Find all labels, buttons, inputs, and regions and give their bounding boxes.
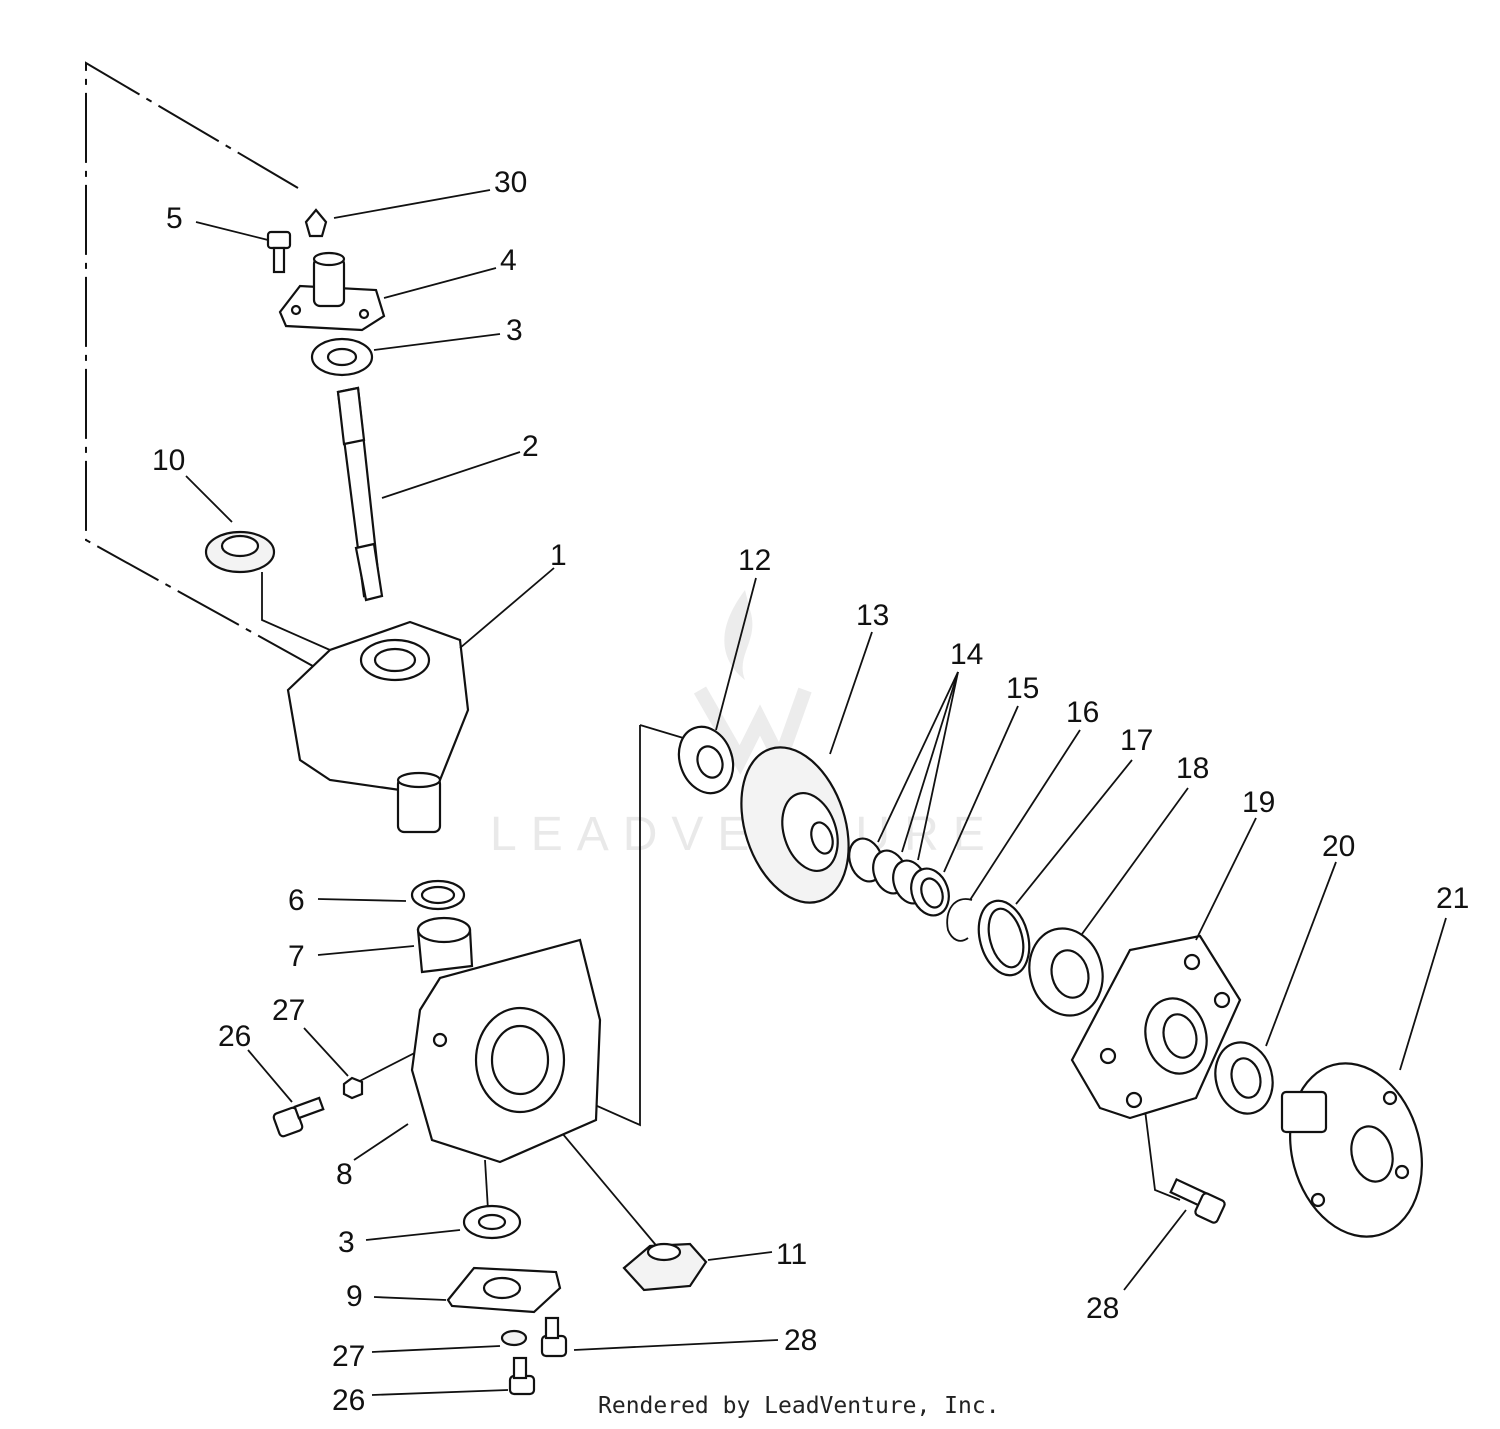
- callout-27-lower: 27: [332, 1340, 365, 1373]
- bevel-gear-11: [622, 1242, 708, 1292]
- washer-27-lower: [500, 1329, 528, 1347]
- callout-20: 20: [1322, 830, 1355, 863]
- nut-27-upper: [342, 1076, 364, 1100]
- credit-text: Rendered by LeadVenture, Inc.: [598, 1393, 1000, 1419]
- seal-6: [410, 879, 466, 911]
- splined-shaft-2: [336, 386, 384, 602]
- callout-28-right: 28: [1086, 1292, 1119, 1325]
- callout-6: 6: [288, 884, 305, 917]
- callout-27-upper: 27: [272, 994, 305, 1027]
- callout-8: 8: [336, 1158, 353, 1191]
- bushing-7: [416, 916, 474, 974]
- callout-18: 18: [1176, 752, 1209, 785]
- upper-housing-1: [286, 620, 470, 834]
- watermark: LEADVENTURE: [490, 590, 999, 861]
- callout-21: 21: [1436, 882, 1469, 915]
- ring-15: [910, 867, 950, 917]
- snap-ring-17: [977, 899, 1031, 977]
- snap-ring-16: [946, 898, 973, 942]
- callout-28-lower: 28: [784, 1324, 817, 1357]
- bearing-3-lower: [462, 1204, 522, 1240]
- lower-housing-8: [410, 938, 602, 1164]
- callout-7: 7: [288, 940, 305, 973]
- callout-15: 15: [1006, 672, 1039, 705]
- callout-13: 13: [856, 599, 889, 632]
- callout-1: 1: [550, 539, 567, 572]
- callout-16: 16: [1066, 696, 1099, 729]
- bevel-gear-10: [204, 530, 276, 574]
- callout-11: 11: [776, 1238, 807, 1271]
- sprocket-13: [740, 746, 850, 904]
- bearing-12: [677, 725, 735, 795]
- callout-12: 12: [738, 544, 771, 577]
- callout-4: 4: [500, 244, 517, 277]
- callout-3-lower: 3: [338, 1226, 355, 1259]
- callout-19: 19: [1242, 786, 1275, 819]
- callout-30: 30: [494, 166, 527, 199]
- bolt-5: [266, 230, 292, 274]
- callout-5: 5: [166, 202, 183, 235]
- bearing-cap-4: [278, 251, 386, 332]
- grease-fitting-30: [304, 208, 328, 238]
- bottom-cap-9: [446, 1266, 562, 1314]
- callout-14: 14: [950, 638, 983, 671]
- callout-3-upper: 3: [506, 314, 523, 347]
- watermark-text: LEADVENTURE: [490, 808, 999, 861]
- leader-lines: [185, 189, 1447, 1396]
- bolt-26-lower: [508, 1356, 536, 1396]
- hub-flange-21: [1280, 1062, 1423, 1238]
- bearing-18: [1028, 927, 1104, 1017]
- callout-9: 9: [346, 1280, 363, 1313]
- callout-10: 10: [152, 444, 185, 477]
- callout-17: 17: [1120, 724, 1153, 757]
- bearing-housing-19: [1070, 934, 1242, 1120]
- seal-20: [1214, 1041, 1274, 1115]
- bolt-28-right: [1169, 1178, 1226, 1224]
- callout-26-upper: 26: [218, 1020, 251, 1053]
- bolt-26-upper: [272, 1096, 325, 1138]
- guide-lines: [85, 61, 1181, 1251]
- bolt-28-lower: [540, 1316, 568, 1358]
- callout-2: 2: [522, 430, 539, 463]
- callout-labels: 30 5 4 3 2 10 1 12 13 14 15 16 17 18 19 …: [152, 166, 1469, 1417]
- bearing-3-upper: [310, 337, 374, 377]
- callout-26-lower: 26: [332, 1384, 365, 1417]
